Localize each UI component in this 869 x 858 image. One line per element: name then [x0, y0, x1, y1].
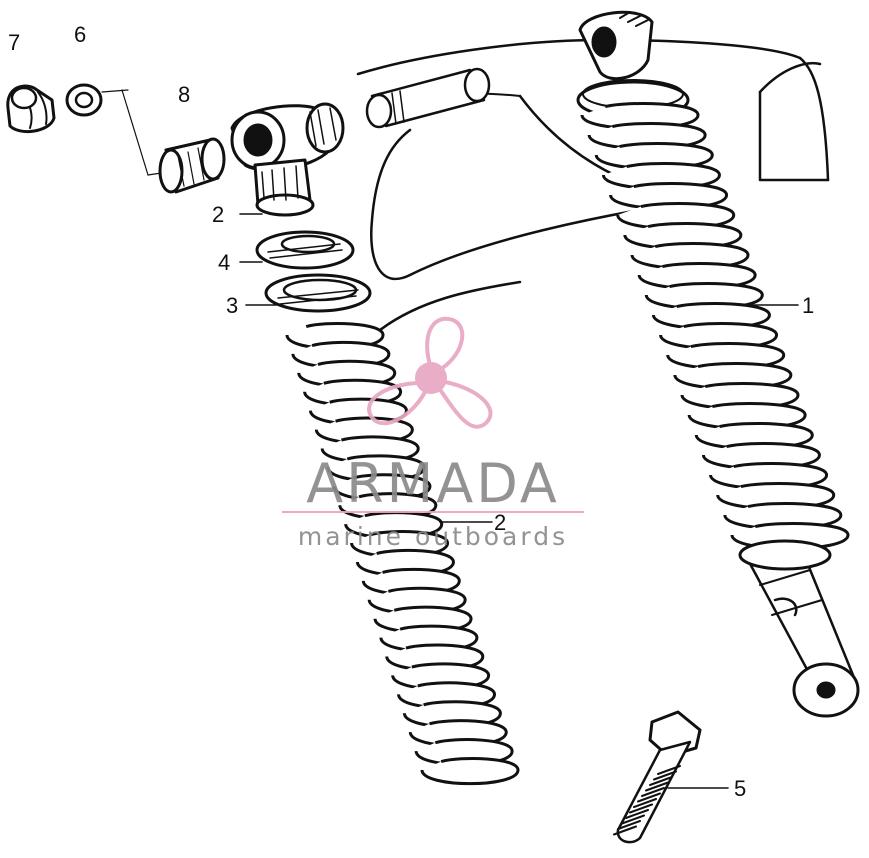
spring-coil — [587, 121, 707, 151]
spring-coil — [616, 201, 736, 231]
spring-coil — [723, 501, 843, 531]
callout-labels: 1 2 2 3 4 5 6 7 8 — [8, 22, 814, 801]
spring-coil — [709, 461, 829, 491]
thread-line — [653, 770, 677, 781]
cap-nut — [6, 84, 56, 134]
watermark: ARMADA marine outboards — [282, 316, 584, 551]
propeller-logo-icon — [367, 316, 493, 429]
thread-line — [617, 820, 641, 830]
spring-coil — [694, 421, 814, 451]
spring-coil — [701, 441, 821, 471]
thread-line — [649, 776, 673, 786]
thread-line — [625, 809, 649, 819]
spring-coil — [666, 341, 786, 371]
callout-part-7: 7 — [8, 30, 20, 55]
spring-coil — [580, 101, 700, 131]
bolt-thread — [613, 765, 681, 836]
thread-line — [641, 787, 665, 797]
flat-washer — [65, 83, 169, 176]
shock-absorber-assembly — [576, 10, 860, 718]
loose-spring — [285, 322, 520, 786]
axle-pin — [365, 67, 491, 129]
spring-seat — [264, 273, 372, 313]
thread-line — [633, 798, 657, 808]
spring-coil — [673, 361, 793, 391]
spring-coil — [609, 181, 729, 211]
callout-part-6: 6 — [74, 22, 86, 47]
mounting-bolt — [613, 710, 702, 844]
thread-line — [657, 765, 681, 775]
spring-coil — [716, 481, 836, 511]
spring-coil — [651, 301, 771, 331]
thread-line — [637, 792, 661, 803]
spring-coil — [659, 321, 779, 351]
thread-line — [645, 781, 669, 792]
thread-line — [629, 803, 653, 814]
thread-line — [613, 825, 637, 836]
watermark-subtitle: marine outboards — [298, 522, 568, 551]
callout-part-2-upper: 2 — [212, 202, 224, 227]
spring-coil — [637, 261, 757, 291]
loose-spring-coils — [285, 322, 520, 786]
thread-line — [621, 814, 645, 825]
callout-leaders — [239, 213, 799, 789]
spring-coil — [420, 757, 520, 786]
callout-part-3: 3 — [226, 293, 238, 318]
upper-mount-bushing — [230, 102, 345, 217]
shock-spring-coils — [580, 101, 850, 551]
spring-coil — [630, 241, 750, 271]
watermark-title: ARMADA — [306, 452, 560, 515]
callout-part-5: 5 — [734, 776, 746, 801]
callout-part-1: 1 — [802, 293, 814, 318]
cup-washer — [255, 230, 355, 270]
rubber-bushing — [158, 137, 226, 194]
spring-coil — [623, 221, 743, 251]
callout-part-4: 4 — [218, 250, 230, 275]
spring-coil — [644, 281, 764, 311]
spring-coil — [687, 401, 807, 431]
spring-coil — [680, 381, 800, 411]
callout-part-2-lower: 2 — [494, 510, 506, 535]
callout-part-8: 8 — [178, 82, 190, 107]
spring-coil — [594, 141, 714, 171]
spring-coil — [601, 161, 721, 191]
